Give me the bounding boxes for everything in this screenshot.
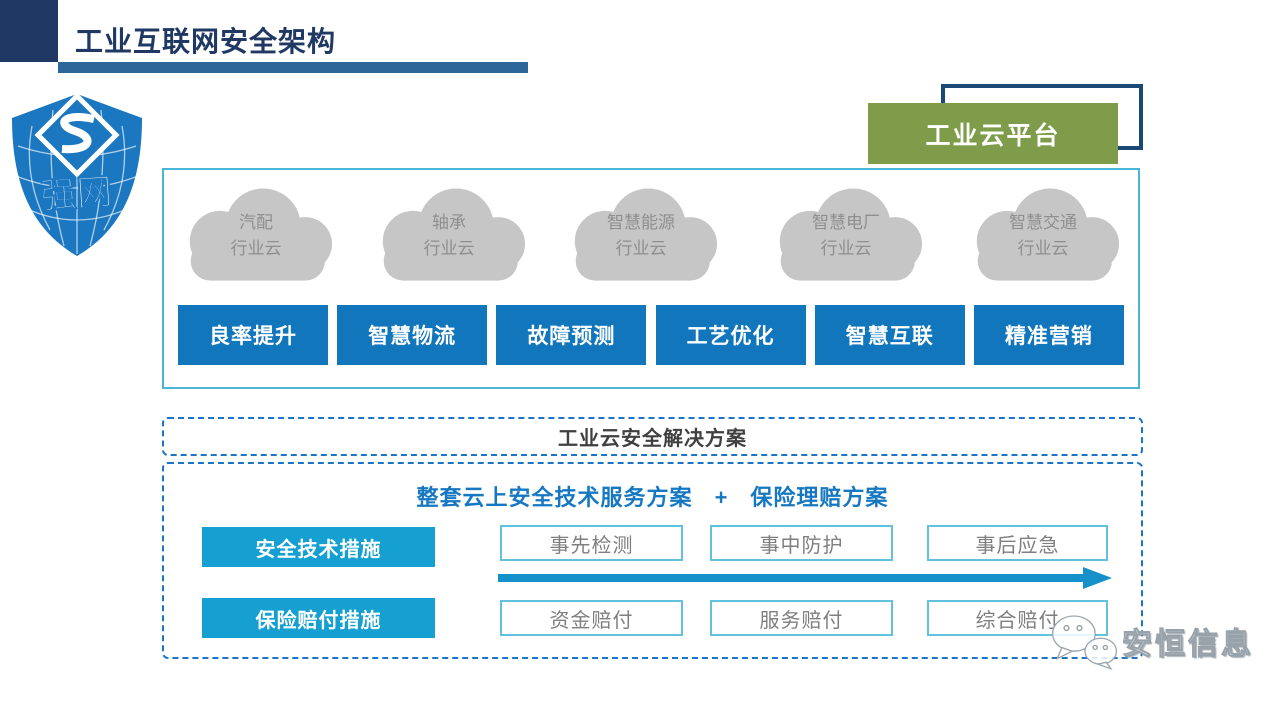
- flow-arrow: [498, 566, 1112, 590]
- cloud-icon: [976, 188, 1120, 281]
- service-box: 工艺优化: [655, 305, 806, 365]
- platform-label: 工业云平台: [925, 121, 1061, 150]
- solution-header-box: 工业云安全解决方案: [162, 417, 1143, 456]
- item-box: 资金赔付: [500, 600, 683, 636]
- industry-cloud: 智慧电厂 行业云: [761, 182, 931, 288]
- cloud-label: 智慧电厂 行业云: [761, 210, 931, 263]
- cloud-label-line1: 轴承: [432, 213, 466, 232]
- item-box: 事后应急: [927, 525, 1108, 561]
- cloud-label-line2: 行业云: [230, 239, 282, 259]
- shield-icon: 强网: [12, 92, 142, 256]
- cloud-label-line2: 行业云: [1017, 239, 1069, 259]
- cloud-icon: [189, 188, 333, 281]
- item-box: 服务赔付: [710, 600, 893, 636]
- qiangwang-shield-logo: 强网: [8, 84, 146, 259]
- subtitle-left: 整套云上安全技术服务方案: [416, 485, 693, 510]
- shield-logo-text: 强网: [39, 171, 114, 217]
- service-box: 智慧互联: [814, 305, 965, 365]
- cloud-label: 轴承 行业云: [364, 210, 534, 263]
- industry-cloud: 智慧交通 行业云: [958, 182, 1128, 288]
- cloud-label-line2: 行业云: [615, 239, 667, 259]
- service-box: 良率提升: [178, 305, 328, 365]
- subtitle-right: 保险理赔方案: [750, 485, 889, 510]
- header-corner-block: [0, 0, 58, 62]
- cloud-icon: [382, 188, 526, 281]
- cloud-icon: [779, 188, 923, 281]
- cloud-label: 智慧能源 行业云: [556, 210, 726, 263]
- cloud-label-line2: 行业云: [423, 239, 475, 259]
- solution-title: 工业云安全解决方案: [558, 428, 747, 450]
- chat-bubbles-icon: [1051, 615, 1118, 670]
- watermark-brand: 安恒信息: [1122, 628, 1254, 662]
- watermark: 安恒信息: [1048, 612, 1273, 670]
- service-box: 智慧物流: [337, 305, 488, 365]
- page-title: 工业互联网安全架构: [75, 26, 337, 57]
- service-box: 精准营销: [973, 305, 1124, 365]
- cloud-label-line1: 智慧能源: [607, 213, 675, 232]
- industry-cloud: 智慧能源 行业云: [556, 182, 726, 288]
- measure-box-security: 安全技术措施: [202, 527, 435, 567]
- cloud-label: 智慧交通 行业云: [958, 210, 1128, 263]
- cloud-label-line2: 行业云: [820, 239, 872, 259]
- platform-box: 工业云平台: [868, 103, 1118, 164]
- measure-box-insurance: 保险赔付措施: [202, 598, 435, 638]
- subtitle-plus: +: [714, 485, 729, 510]
- item-box: 事中防护: [710, 525, 893, 561]
- title-underline-bar: [58, 62, 528, 73]
- cloud-label: 汽配 行业云: [171, 210, 341, 263]
- service-button-row: 良率提升 智慧物流 故障预测 工艺优化 智慧互联 精准营销: [178, 305, 1124, 365]
- industry-cloud: 汽配 行业云: [171, 182, 341, 288]
- cloud-label-line1: 智慧电厂: [812, 213, 880, 232]
- cloud-label-line1: 智慧交通: [1009, 213, 1077, 232]
- solution-subtitle: 整套云上安全技术服务方案 + 保险理赔方案: [162, 480, 1143, 512]
- item-box: 事先检测: [500, 525, 683, 561]
- cloud-label-line1: 汽配: [239, 213, 273, 232]
- cloud-icon: [574, 188, 718, 281]
- service-box: 故障预测: [496, 305, 647, 365]
- right-arrow-icon: [498, 567, 1112, 589]
- industry-cloud: 轴承 行业云: [364, 182, 534, 288]
